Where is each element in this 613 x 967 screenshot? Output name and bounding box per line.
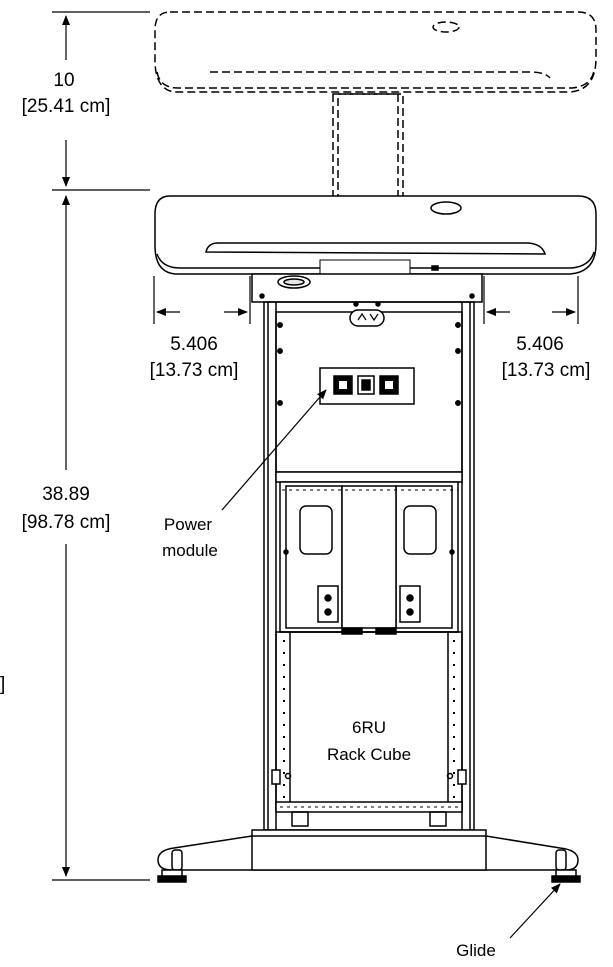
mount-bracket <box>275 471 463 635</box>
rack-cube-label-line2: Rack Cube <box>327 745 411 764</box>
glide-callout: Glide <box>456 941 496 960</box>
total-height-value: 38.89 <box>42 484 90 505</box>
total-height-metric: [98.78 cm] <box>22 512 111 533</box>
right-overhang-value: 5.406 <box>516 334 564 355</box>
left-overhang-metric: [13.73 cm] <box>150 360 239 381</box>
power-module-callout-line2: module <box>162 541 218 560</box>
rack-cube-label-line1: 6RU <box>352 718 386 737</box>
desktop <box>154 195 597 275</box>
power-module-callout-line1: Power <box>164 515 213 534</box>
clipped-fragment: ] <box>0 674 5 695</box>
raise-height-value: 10 <box>53 70 74 91</box>
rack-cube <box>271 631 467 827</box>
power-module <box>319 367 415 405</box>
upper-housing <box>251 265 483 303</box>
base <box>157 829 581 883</box>
raised-desktop-outline <box>154 11 597 275</box>
right-overhang-metric: [13.73 cm] <box>502 360 591 381</box>
dimension-lines <box>52 11 579 939</box>
left-overhang-value: 5.406 <box>170 334 218 355</box>
raise-height-metric: [25.41 cm] <box>22 96 111 117</box>
